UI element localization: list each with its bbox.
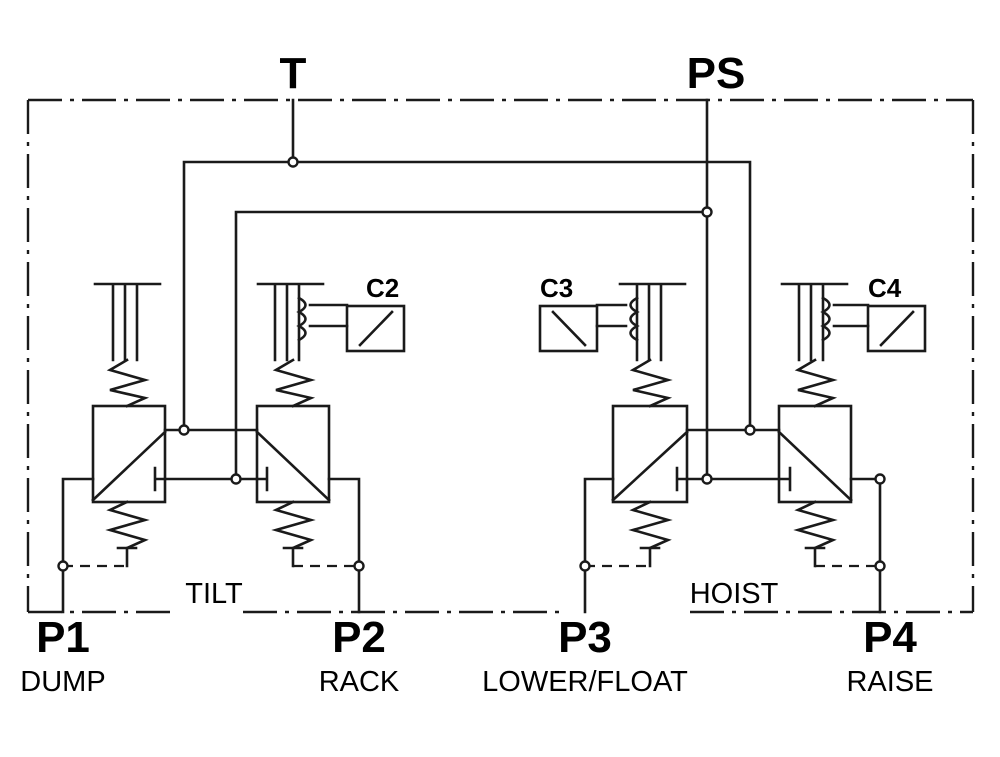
tilt-interconnect	[163, 428, 259, 481]
junction-nodes	[57, 156, 886, 572]
p3-line	[583, 477, 615, 614]
p2-line	[327, 477, 361, 614]
p1-port-label: P1	[36, 613, 90, 662]
hoist-section-label: HOIST	[690, 578, 779, 610]
p4-line	[849, 477, 882, 614]
hoist-valve-right	[777, 282, 853, 568]
p3-function-label: LOWER/FLOAT	[482, 666, 688, 698]
p1-line	[61, 477, 95, 614]
hoist-interconnect	[685, 428, 781, 481]
p1-function-label: DUMP	[20, 666, 105, 698]
supply-port-label: PS	[687, 49, 746, 98]
coil-c2-label: C2	[366, 273, 399, 303]
coil-c3-label: C3	[540, 273, 573, 303]
tilt-valve-right	[255, 282, 331, 568]
coil-c2-solenoid	[296, 296, 406, 353]
pressure-supply-line	[234, 98, 709, 482]
tilt-valve-left	[91, 282, 167, 568]
p4-port-label: P4	[863, 613, 917, 662]
tank-line	[182, 98, 752, 432]
tank-port-label: T	[280, 49, 307, 98]
p3-port-label: P3	[558, 613, 612, 662]
p2-port-label: P2	[332, 613, 386, 662]
coil-c3-solenoid	[538, 296, 640, 353]
coil-c4-solenoid	[820, 296, 927, 353]
coil-c4-label: C4	[868, 273, 902, 303]
p4-function-label: RAISE	[846, 666, 933, 698]
tilt-section-label: TILT	[185, 578, 243, 610]
hoist-valve-left	[611, 282, 689, 568]
valve-envelope	[26, 98, 975, 614]
p2-function-label: RACK	[319, 666, 400, 698]
